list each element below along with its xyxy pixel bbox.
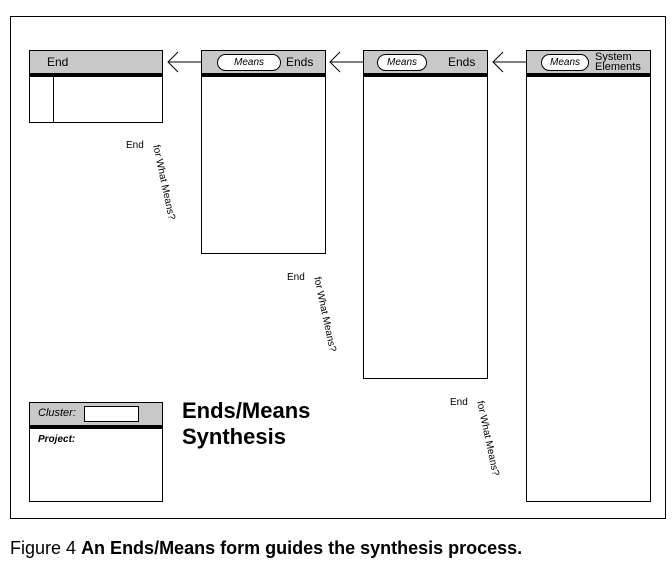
project-label: Project: [38,434,76,445]
annotation-3-end: End [450,397,468,408]
figure-frame [10,16,666,519]
cluster-project-box: Cluster: Project: [29,402,163,502]
caption-text: An Ends/Means form guides the synthesis … [81,538,523,558]
ends-column-1: Means Ends [201,50,326,254]
ends-column-1-title: Ends [286,55,314,69]
figure-caption: Figure 4 An Ends/Means form guides the s… [10,538,522,559]
annotation-2-end: End [287,272,305,283]
synthesis-title: Ends/Means Synthesis [182,398,310,450]
cluster-header: Cluster: [30,403,162,429]
ends-column-2: Means Ends [363,50,488,379]
system-elements-title: System Elements [595,51,641,73]
ends-column-2-header: Means Ends [364,51,487,77]
cluster-label: Cluster: [38,407,76,419]
means-pill-3: Means [541,54,589,71]
end-column-title: End [47,55,69,69]
system-elements-column-header: Means System Elements [527,51,650,77]
end-column-divider [53,77,54,123]
means-pill-1: Means [217,54,281,71]
system-elements-title-line1: System [595,51,632,63]
caption-prefix: Figure 4 [10,538,77,558]
system-elements-column: Means System Elements [526,50,651,502]
annotation-1-end: End [126,140,144,151]
means-pill-2: Means [377,54,427,71]
synthesis-title-line1: Ends/Means [182,398,311,423]
ends-column-1-header: Means Ends [202,51,325,77]
synthesis-title-line2: Synthesis [182,424,286,449]
system-elements-title-line2: Elements [595,61,641,73]
end-column: End [29,50,163,123]
end-column-header: End [30,51,162,77]
ends-column-2-title: Ends [448,55,476,69]
cluster-input-box [84,406,139,422]
